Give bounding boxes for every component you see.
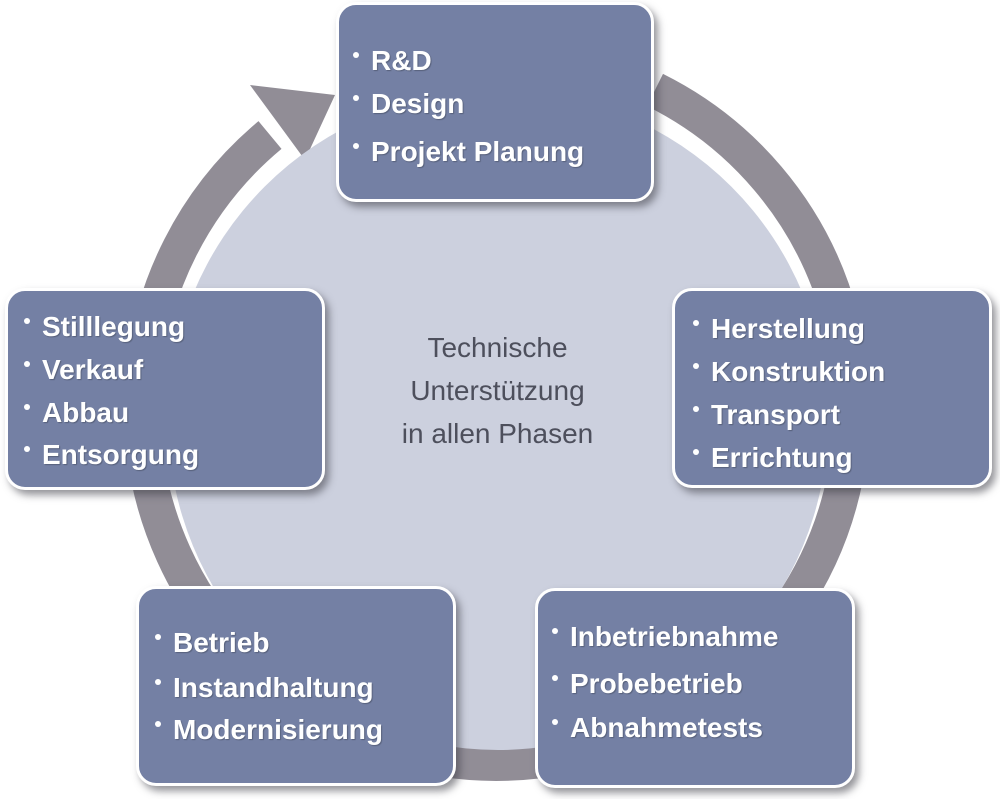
phase-box-commissioning: Inbetriebnahme Probebetrieb Abnahmetests [535,588,855,788]
phase-item: Modernisierung [155,716,383,744]
phase-item: Entsorgung [24,441,199,469]
phase-box-planning: R&D Design Projekt Planung [336,2,654,202]
phase-item: Konstruktion [693,358,885,386]
bullet-icon [693,448,699,455]
center-label-line-3: in allen Phasen [401,418,594,449]
bullet-icon [693,319,699,326]
phase-item: R&D [353,47,432,75]
center-label-line-1: Technische [427,332,568,363]
bullet-icon [24,403,30,410]
bullet-icon [552,718,558,725]
phase-item: Probebetrieb [552,670,743,698]
bullet-icon [24,317,30,324]
center-label: Technische Unterstützung in allen Phasen [330,326,665,455]
phase-box-manufacturing: Herstellung Konstruktion Transport Erric… [672,288,992,488]
phase-item: Abbau [24,399,129,427]
phase-item: Betrieb [155,629,269,657]
phase-item: Verkauf [24,356,143,384]
phase-item-label: Design [371,88,465,119]
center-label-line-2: Unterstützung [410,375,585,406]
bullet-icon [353,51,359,58]
phase-item: Instandhaltung [155,674,374,702]
phase-item: Design [353,90,464,118]
phase-item: Stilllegung [24,313,185,341]
phase-item-label: Inbetriebnahme [570,621,779,652]
bullet-icon [552,674,558,681]
phase-item-label: Betrieb [173,627,270,658]
phase-item-label: Entsorgung [42,439,200,470]
bullet-icon [693,362,699,369]
phase-item-label: Transport [711,399,841,430]
phase-box-decommissioning: Stilllegung Verkauf Abbau Entsorgung [5,288,325,490]
phase-item-label: Errichtung [711,442,853,473]
bullet-icon [552,627,558,634]
phase-item-label: Abbau [42,397,130,428]
bullet-icon [24,360,30,367]
bullet-icon [155,633,161,640]
phase-item-label: R&D [371,45,432,76]
bullet-icon [353,142,359,149]
bullet-icon [353,94,359,101]
bullet-icon [155,720,161,727]
phase-item-label: Herstellung [711,313,866,344]
phase-item-label: Instandhaltung [173,672,374,703]
phase-item: Errichtung [693,444,853,472]
bullet-icon [24,445,30,452]
phase-item-label: Projekt Planung [371,136,585,167]
phase-item-label: Verkauf [42,354,144,385]
phase-box-operation: Betrieb Instandhaltung Modernisierung [136,586,456,786]
phase-item-label: Probebetrieb [570,668,743,699]
phase-item-label: Modernisierung [173,714,384,745]
bullet-icon [155,678,161,685]
center-disc [168,90,828,750]
phase-item: Transport [693,401,840,429]
cycle-arrow-head [250,85,335,160]
phase-item: Herstellung [693,315,865,343]
phase-item: Inbetriebnahme [552,623,778,651]
phase-item: Abnahmetests [552,714,763,742]
phase-item-label: Konstruktion [711,356,886,387]
bullet-icon [693,405,699,412]
phase-item-label: Stilllegung [42,311,186,342]
phase-item: Projekt Planung [353,138,584,166]
phase-item-label: Abnahmetests [570,712,763,743]
